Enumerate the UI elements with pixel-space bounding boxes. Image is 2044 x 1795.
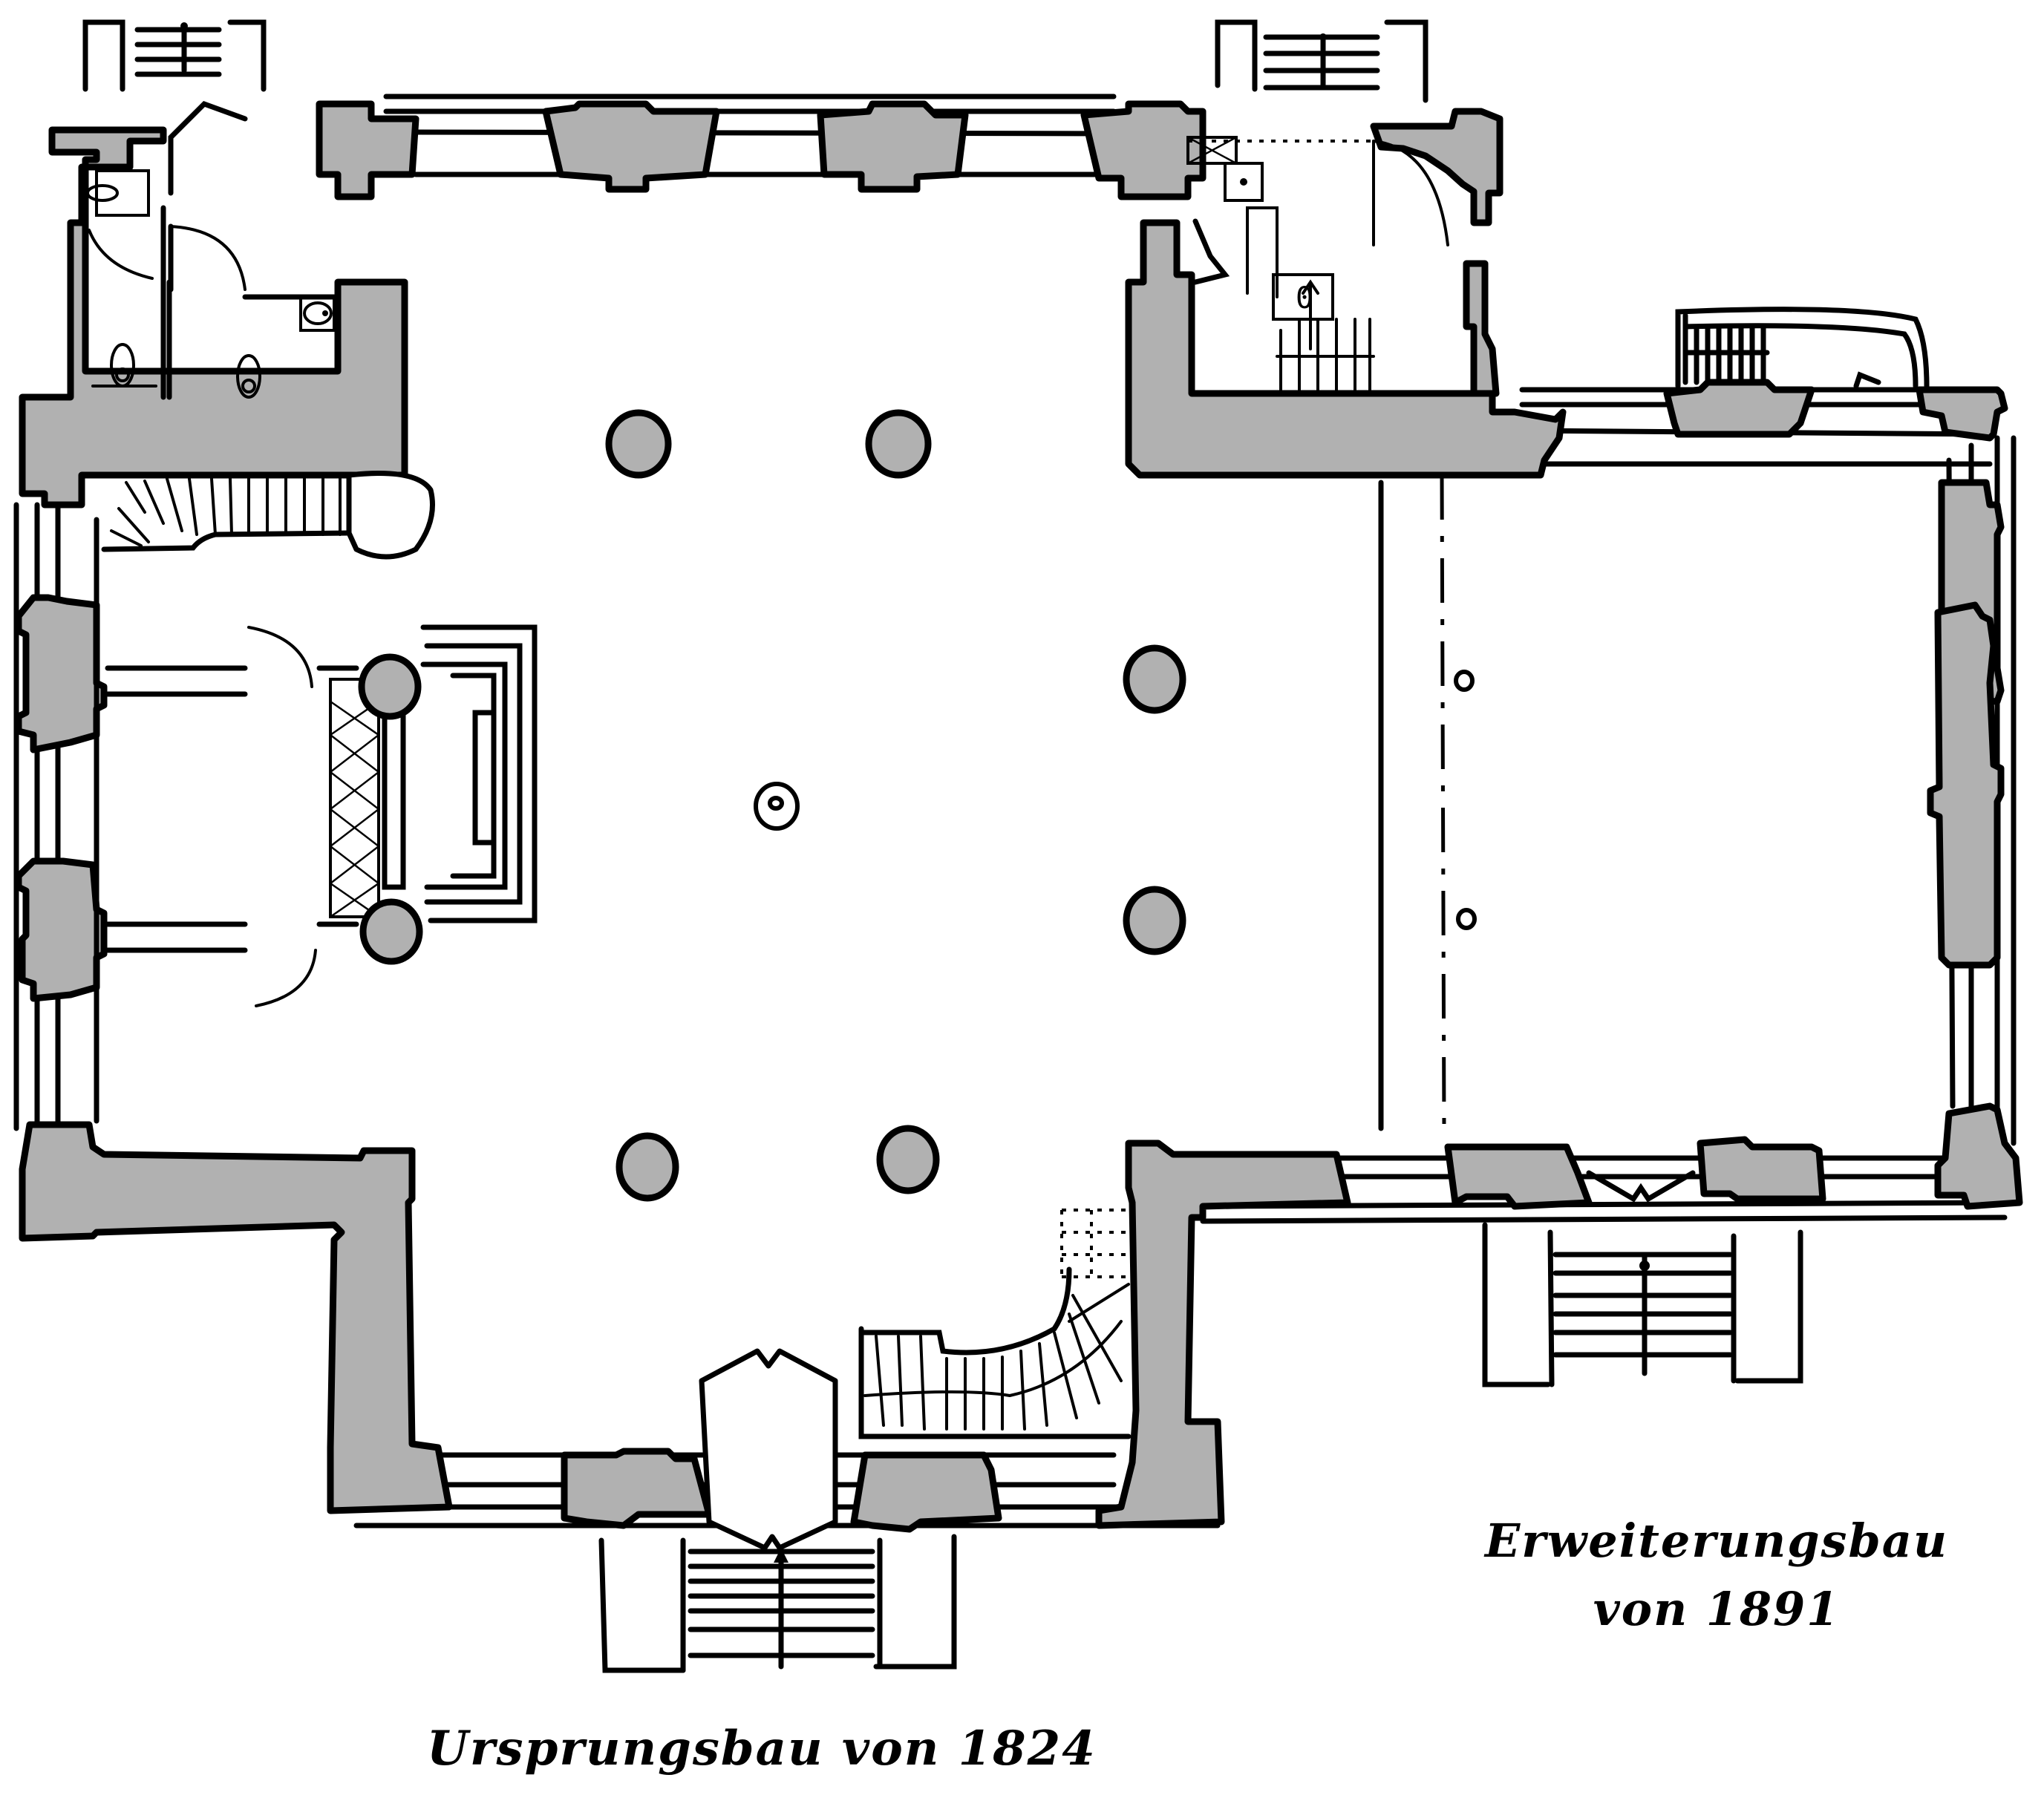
toilet-icon-3 — [236, 354, 261, 399]
column — [605, 409, 672, 479]
kitchen-fixtures: 0 — [1186, 136, 1375, 395]
exterior-stair-extension-top — [1675, 307, 1930, 389]
label-extension-line2: von 1891 — [1593, 1582, 1841, 1636]
toilet-icon-1 — [86, 184, 119, 202]
stair-lower-right — [858, 1209, 1132, 1439]
walls — [15, 100, 2023, 1533]
central-round-feature — [754, 782, 800, 831]
stair-upper-left — [101, 471, 435, 560]
label-extension-line1: Erweiterungsbau — [1485, 1514, 1949, 1568]
wash-basin-icon — [299, 295, 336, 332]
podium — [329, 624, 538, 923]
door-swings — [88, 100, 1696, 1551]
label-original-building: Ursprungsbau von 1824 — [427, 1721, 1097, 1776]
construction-phase-divider — [1440, 474, 1446, 1129]
column — [358, 653, 422, 720]
columns — [358, 409, 1477, 1202]
post — [1454, 670, 1475, 692]
column — [1123, 886, 1186, 955]
column — [359, 898, 423, 965]
interior-lines — [91, 169, 1384, 1131]
toilet-fixtures — [86, 184, 336, 399]
exterior-stair-main-entrance — [598, 1534, 957, 1673]
exterior-stair-top-right — [1215, 19, 1428, 103]
exterior-stair-top-left — [82, 19, 267, 92]
label-extension-building: Erweiterungsbau von 1891 — [1485, 1507, 1948, 1644]
column — [876, 1125, 940, 1194]
post — [1456, 908, 1477, 930]
toilet-icon-2 — [110, 343, 135, 388]
column — [865, 409, 932, 479]
exterior-stair-extension-bottom — [1482, 1222, 1803, 1387]
column — [616, 1132, 679, 1202]
column — [1123, 644, 1186, 714]
